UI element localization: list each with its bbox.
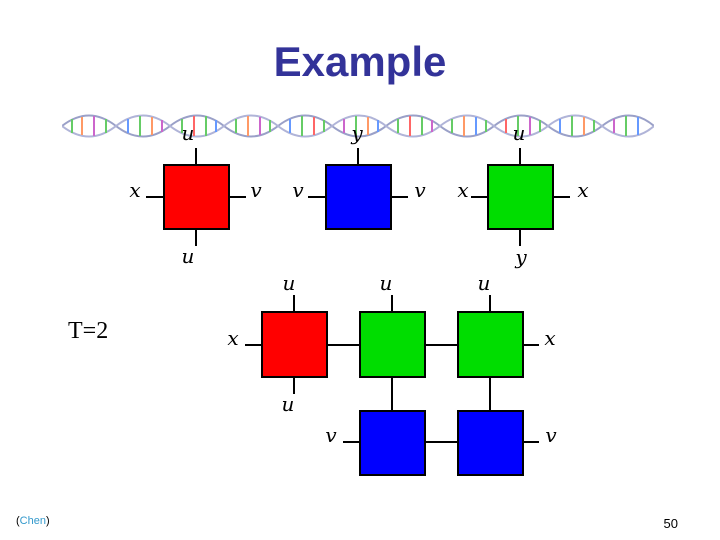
assembly-label-mid-1: u: [281, 392, 295, 416]
assembly-wire-left-row1: [245, 344, 261, 346]
tile-blue-wire-top: [357, 148, 359, 165]
assembly-wire-row1-a: [327, 344, 359, 346]
assembly-wire-row1-b: [425, 344, 457, 346]
assembly-label-left-row2: v: [325, 423, 337, 447]
assembly-wire-mid-2: [391, 377, 393, 411]
page-title: Example: [273, 38, 447, 85]
assembly-wire-top-1: [293, 295, 295, 312]
assembly-wire-mid-1: [293, 377, 295, 394]
tile-green-label-right: x: [577, 178, 589, 202]
assembly-tile-green-2: [457, 311, 524, 378]
tile-red-wire-top: [195, 148, 197, 165]
assembly-label-left-row1: x: [227, 326, 239, 350]
tile-blue-wire-left: [308, 196, 325, 198]
tile-blue-label-left: v: [292, 178, 304, 202]
tile-red-label-top: u: [181, 121, 195, 145]
assembly-label-right-row2: v: [545, 423, 557, 447]
assembly-tile-green-1: [359, 311, 426, 378]
tile-blue-label-top: y: [351, 121, 363, 145]
tile-green-wire-top: [519, 148, 521, 165]
tile-red: [163, 164, 230, 230]
tile-red-wire-right: [229, 196, 246, 198]
dna-helix-icon: [62, 114, 654, 138]
assembly-tile-blue-2: [457, 410, 524, 476]
tile-green-label-top: u: [512, 121, 526, 145]
tile-green-wire-bottom: [519, 229, 521, 246]
credit-close: ): [45, 515, 50, 527]
assembly-label-right-row1: x: [544, 326, 556, 350]
assembly-label-top-3: u: [477, 271, 491, 295]
credit-open: (: [16, 515, 20, 527]
assembly-wire-top-3: [489, 295, 491, 312]
credit-text: (Chen): [16, 515, 50, 527]
tile-blue-wire-right: [391, 196, 408, 198]
tile-green: [487, 164, 554, 230]
tile-green-wire-right: [553, 196, 570, 198]
assembly-tile-blue-1: [359, 410, 426, 476]
tile-green-label-left: x: [457, 178, 469, 202]
assembly-wire-mid-3: [489, 377, 491, 411]
assembly-tile-red: [261, 311, 328, 378]
tile-red-label-bottom: u: [181, 244, 195, 268]
assembly-wire-row2-a: [425, 441, 457, 443]
credit-name: Chen: [19, 515, 46, 527]
assembly-label-top-2: u: [379, 271, 393, 295]
tile-blue-label-right: v: [414, 178, 426, 202]
assembly-wire-right-row2: [523, 441, 539, 443]
tile-red-wire-bottom: [195, 229, 197, 246]
tile-red-label-left: x: [129, 178, 141, 202]
assembly-label-top-1: u: [282, 271, 296, 295]
tile-red-wire-left: [146, 196, 163, 198]
assembly-wire-top-2: [391, 295, 393, 312]
tile-blue: [325, 164, 392, 230]
time-step-label: T=2: [68, 318, 109, 344]
tile-red-label-right: v: [250, 178, 262, 202]
tile-green-label-bottom: y: [515, 245, 527, 269]
assembly-wire-right-row1: [523, 344, 539, 346]
page-number: 50: [663, 516, 678, 531]
assembly-wire-left-row2: [343, 441, 359, 443]
tile-green-wire-left: [471, 196, 488, 198]
